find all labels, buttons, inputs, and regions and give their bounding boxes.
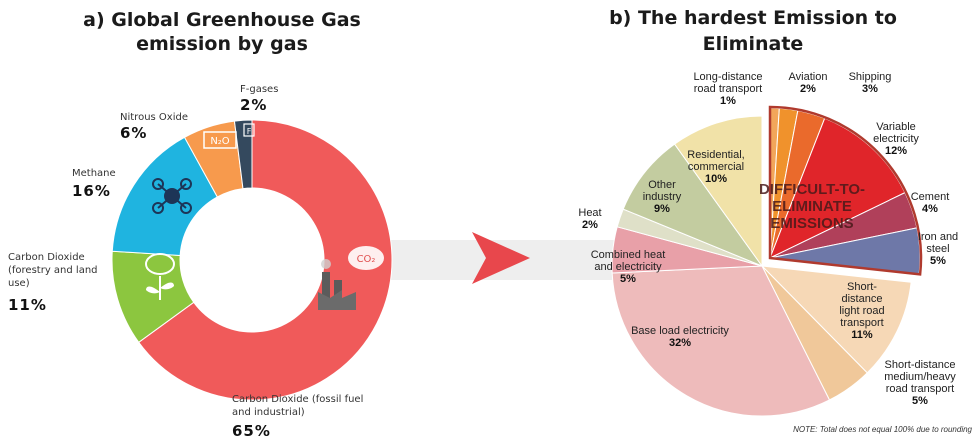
chart-b-title-line-1: b) The hardest Emission to — [609, 7, 897, 29]
difficult-emissions-outline — [768, 105, 923, 276]
donut-value-f-gases: 2% — [240, 96, 267, 114]
pie-label-cement-line-1: Cement — [911, 191, 950, 203]
pie-label-iron-and-steel-line-1: Iron and — [918, 231, 958, 243]
pie-label-variable-electricity-line-1: Variable — [876, 121, 916, 133]
pie-value-other-industry: 9% — [654, 203, 670, 215]
pie-label-base-load-electricity-line-1: Base load electricity — [631, 325, 729, 337]
pie-value-cement: 4% — [922, 203, 938, 215]
pie-value-variable-electricity: 12% — [885, 145, 907, 157]
pie-label-heat-line-1: Heat — [578, 207, 601, 219]
pie-label-residential-commercial-line-1: Residential, — [687, 149, 744, 161]
donut-label-carbon-dioxide-fossil-fuel-and-industrial-line-1: Carbon Dioxide (fossil fuel — [232, 394, 363, 405]
donut-value-carbon-dioxide-fossil-fuel-and-industrial: 65% — [232, 422, 271, 440]
donut-label-carbon-dioxide-forestry-and-land-use-line-1: Carbon Dioxide — [8, 252, 85, 263]
pie-label-shipping-line-1: Shipping — [849, 71, 892, 83]
co2-icon-text: CO₂ — [357, 254, 376, 265]
pie-value-shipping: 3% — [862, 83, 878, 95]
donut-label-carbon-dioxide-fossil-fuel-and-industrial-line-2: and industrial) — [232, 407, 305, 418]
pie-slice-base-load-electricity — [611, 265, 831, 417]
co2-plant-icon — [145, 253, 175, 300]
donut-label-carbon-dioxide-forestry-and-land-use-line-2: (forestry and land — [8, 265, 98, 276]
donut-label-methane-line-1: Methane — [72, 168, 116, 179]
pie-value-heat: 2% — [582, 219, 598, 231]
f-icon-text: F — [247, 127, 252, 136]
donut-label-carbon-dioxide-forestry-and-land-use-line-3: use) — [8, 278, 30, 289]
pie-label-iron-and-steel-line-2: steel — [926, 243, 949, 255]
donut-value-nitrous-oxide: 6% — [120, 124, 147, 142]
pie-value-short-distance-light-road-transport: 11% — [851, 329, 873, 341]
callout-line-2: ELIMINATE — [772, 198, 852, 215]
pie-label-long-distance-road-transport-line-1: Long-distance — [693, 71, 762, 83]
pie-slice-short-distance-light-road-transport — [760, 265, 912, 374]
pie-value-aviation: 2% — [800, 83, 816, 95]
donut-labels: Carbon Dioxide (fossil fuel and industria… — [8, 84, 363, 440]
donut-value-carbon-dioxide-forestry-and-land-use: 11% — [8, 296, 47, 314]
pie-label-short-distance-light-road-transport-line-4: transport — [840, 317, 883, 329]
pie-label-short-distance-light-road-transport-line-2: distance — [842, 293, 883, 305]
pie-label-residential-commercial-line-2: commercial — [688, 161, 744, 173]
n2o-icon-text: N₂O — [210, 136, 229, 147]
donut-slice-carbon-dioxide-fossil-fuel-and-industrial — [138, 119, 393, 401]
pie-value-iron-and-steel: 5% — [930, 255, 946, 267]
chart-b-title-line-2: Eliminate — [703, 33, 804, 55]
f-gas-label-icon: F — [243, 123, 255, 137]
n2o-label-icon: N₂O — [203, 131, 237, 149]
chart-a-title-line-1: a) Global Greenhouse Gas — [83, 9, 361, 31]
pie-label-long-distance-road-transport-line-2: road transport — [694, 83, 762, 95]
pie-label-combined-heat-and-electricity-line-2: and electricity — [594, 261, 662, 273]
donut-label-f-gases-line-1: F-gases — [240, 84, 278, 95]
callout-line-3: EMISSIONS — [770, 215, 853, 232]
pie-label-short-distance-medium-heavy-road-transport-line-2: medium/heavy — [884, 371, 956, 383]
pie-label-aviation-line-1: Aviation — [789, 71, 828, 83]
donut-value-methane: 16% — [72, 182, 111, 200]
pie-label-other-industry-line-2: industry — [643, 191, 682, 203]
donut-label-nitrous-oxide-line-1: Nitrous Oxide — [120, 112, 188, 123]
pie-label-short-distance-light-road-transport-line-3: light road — [839, 305, 884, 317]
pie-value-combined-heat-and-electricity: 5% — [620, 273, 636, 285]
pie-value-long-distance-road-transport: 1% — [720, 95, 736, 107]
methane-molecule-icon — [152, 178, 192, 214]
pie-slice-residential-commercial — [673, 115, 763, 268]
donut-slice-f-gases — [233, 119, 253, 190]
chart-a-title-line-2: emission by gas — [136, 33, 308, 55]
pie-label-variable-electricity-line-2: electricity — [873, 133, 919, 145]
co2-cloud-factory-icon: CO₂ — [318, 246, 384, 310]
pie-value-residential-commercial: 10% — [705, 173, 727, 185]
callout-line-1: DIFFICULT-TO- — [759, 181, 865, 198]
pie-chart — [611, 105, 923, 417]
pie-value-short-distance-medium-heavy-road-transport: 5% — [912, 395, 928, 407]
arrow-icon — [472, 232, 530, 284]
pie-label-short-distance-medium-heavy-road-transport-line-1: Short-distance — [885, 359, 956, 371]
pie-label-short-distance-medium-heavy-road-transport-line-3: road transport — [886, 383, 954, 395]
pie-slice-other-industry — [622, 143, 764, 268]
pie-label-combined-heat-and-electricity-line-1: Combined heat — [591, 249, 666, 261]
pie-label-other-industry-line-1: Other — [648, 179, 676, 191]
rounding-note: NOTE: Total does not equal 100% due to r… — [793, 425, 972, 434]
pie-label-short-distance-light-road-transport-line-1: Short- — [847, 281, 877, 293]
pie-value-base-load-electricity: 32% — [669, 337, 691, 349]
donut-icons: CO₂ N₂O F — [145, 123, 384, 310]
